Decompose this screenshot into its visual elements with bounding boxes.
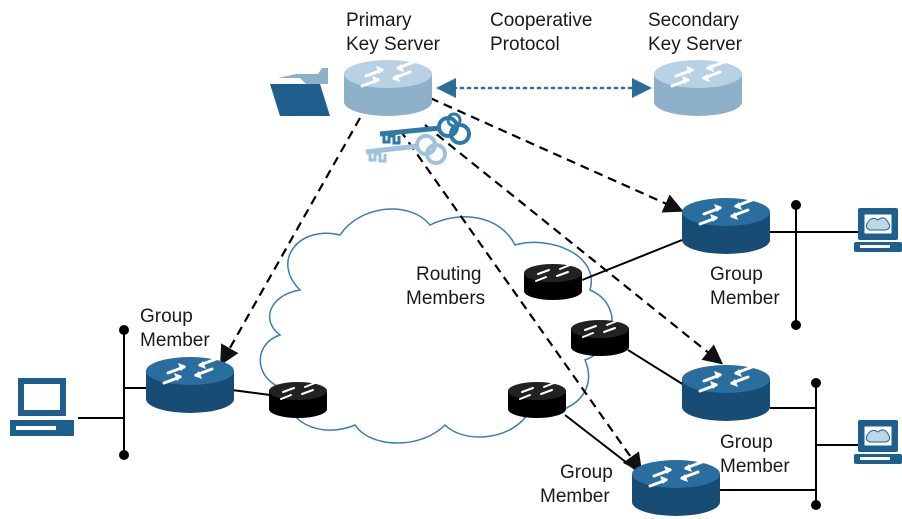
secondary-key-server-label-2: Key Server: [648, 34, 743, 55]
routing-member-mid-router-icon: [570, 319, 630, 357]
routing-member-left-router-icon: [268, 381, 328, 419]
arrow-to-mid-right-gm: [424, 124, 724, 365]
link-left-gm-rm: [231, 389, 271, 396]
primary-key-server-label-2: Key Server: [346, 34, 441, 55]
left-workstation-icon: [10, 378, 74, 436]
left-group-member-label-1: Group: [140, 306, 193, 327]
folder-icon: [270, 68, 330, 116]
routing-members-label-1: Routing: [416, 264, 482, 285]
secondary-key-server-label-1: Secondary: [648, 10, 739, 31]
routing-member-bottom-router-icon: [507, 381, 567, 419]
left-group-member-label-2: Member: [140, 330, 210, 351]
primary-key-server-label-1: Primary: [346, 10, 412, 31]
arrow-to-left-gm: [220, 117, 361, 366]
routing-member-top-router-icon: [523, 263, 583, 301]
top-right-group-member-router-icon: [680, 196, 772, 256]
key-icon: [365, 112, 471, 165]
cooperative-protocol-label-2: Protocol: [490, 34, 560, 55]
arrow-to-bottom-gm: [399, 129, 643, 474]
top-right-group-member-label-1: Group: [710, 264, 763, 285]
cooperative-protocol-label-1: Cooperative: [490, 10, 592, 31]
top-right-workstation-icon: [853, 207, 902, 253]
mid-right-workstation-icon: [853, 419, 902, 465]
primary-key-server-router-icon: [342, 58, 434, 118]
mid-right-group-member-label-2: Member: [720, 456, 790, 477]
routing-members-label-2: Members: [406, 288, 485, 309]
bottom-group-member-label-2: Member: [540, 486, 610, 507]
secondary-key-server-router-icon: [652, 58, 744, 118]
mid-right-group-member-label-1: Group: [720, 432, 773, 453]
bottom-group-member-label-1: Group: [560, 462, 613, 483]
mid-right-group-member-router-icon: [680, 363, 772, 423]
arrow-to-top-right-gm: [429, 96, 684, 213]
left-group-member-router-icon: [144, 355, 236, 415]
bottom-group-member-router-icon: [630, 458, 722, 518]
top-right-group-member-label-2: Member: [710, 288, 780, 309]
